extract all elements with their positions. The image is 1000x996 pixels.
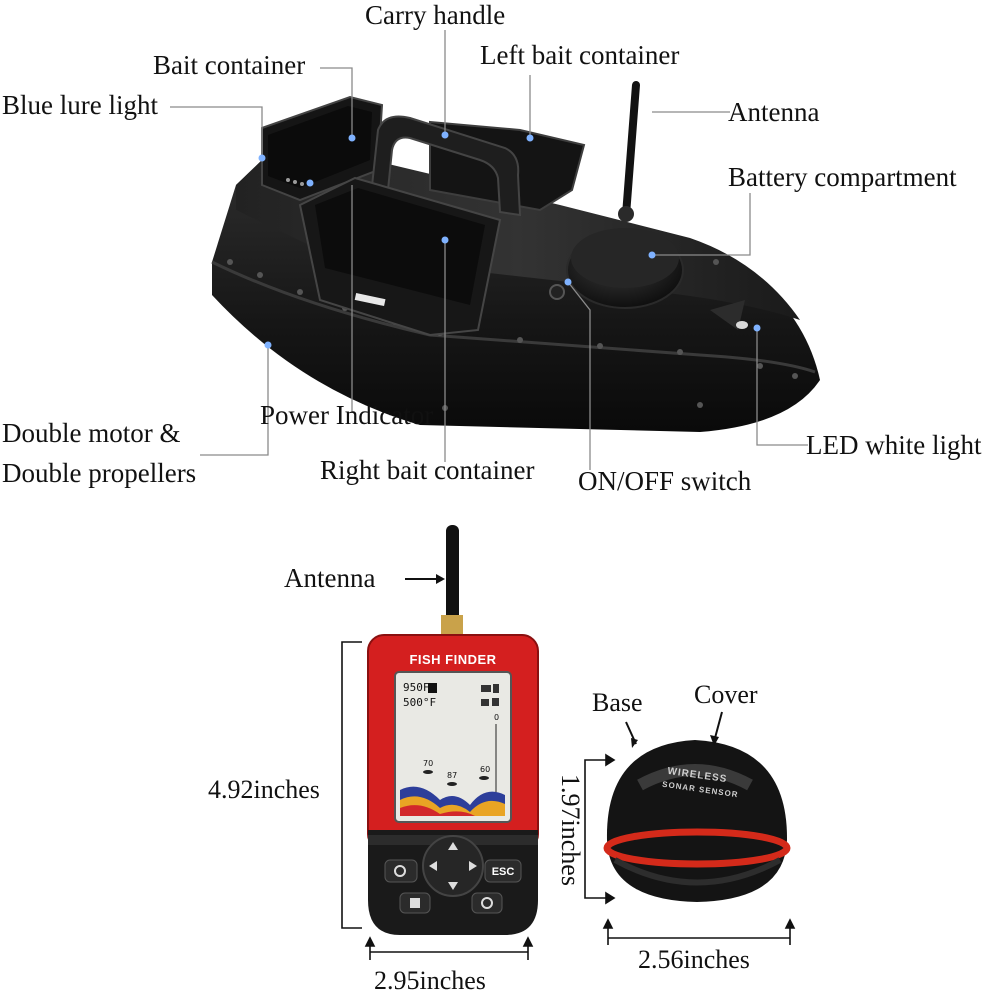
label-sensor-base: Base <box>592 688 643 717</box>
svg-text:500°F: 500°F <box>403 696 436 709</box>
label-right-bait-container: Right bait container <box>320 455 535 485</box>
label-blue-lure-light: Blue lure light <box>2 90 158 120</box>
svg-text:70: 70 <box>423 759 433 768</box>
finder-antenna-shape <box>446 525 459 625</box>
label-sensor-height: 1.97inches <box>556 774 585 886</box>
label-battery-compartment: Battery compartment <box>728 162 957 192</box>
label-on-off-switch: ON/OFF switch <box>578 466 752 496</box>
boat-antenna-shape <box>622 81 640 219</box>
svg-text:0: 0 <box>494 713 499 722</box>
carry-handle-shape <box>370 115 522 217</box>
finder-title: FISH FINDER <box>409 652 496 667</box>
label-carry-handle: Carry handle <box>365 0 506 30</box>
label-double-motor: Double motor & <box>2 418 181 448</box>
label-antenna-boat: Antenna <box>728 97 820 127</box>
label-sensor-width: 2.56inches <box>638 945 750 974</box>
svg-text:ESC: ESC <box>492 866 515 878</box>
label-left-bait-container: Left bait container <box>480 40 680 70</box>
label-antenna-finder: Antenna <box>284 563 376 593</box>
svg-text:87: 87 <box>447 771 457 780</box>
label-led-white-light: LED white light <box>806 430 982 460</box>
label-sensor-cover: Cover <box>694 680 758 709</box>
label-power-indicator: Power Indicator <box>260 400 434 430</box>
label-bait-container: Bait container <box>153 50 306 80</box>
svg-text:950Ft: 950Ft <box>403 681 436 694</box>
label-finder-height: 4.92inches <box>208 775 320 804</box>
svg-text:60: 60 <box>480 765 490 774</box>
label-finder-width: 2.95inches <box>374 966 486 995</box>
label-double-propellers: Double propellers <box>2 458 197 488</box>
